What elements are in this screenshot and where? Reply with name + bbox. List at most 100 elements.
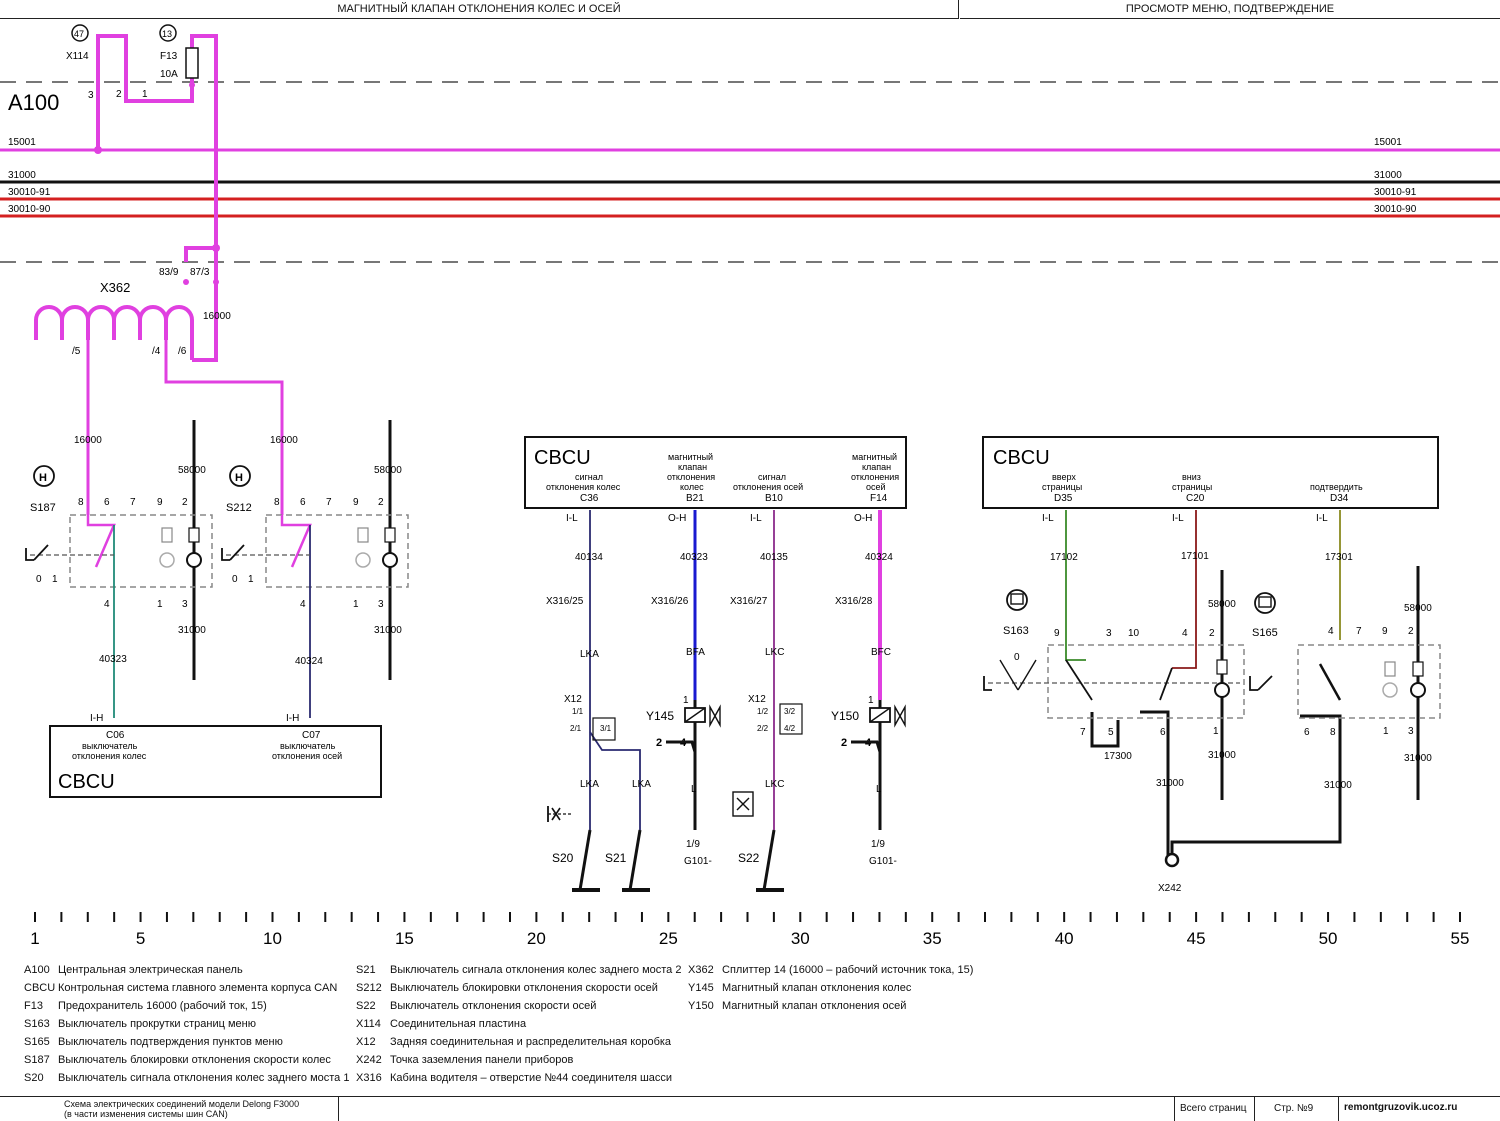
diagram-label: 8 [78, 497, 84, 508]
legend-text: Выключатель подтверждения пунктов меню [58, 1036, 283, 1048]
cbcu-middle-box: CBCU сигнал отклонения колес C36 магнитн… [524, 436, 907, 509]
diagram-label: LKC [765, 779, 784, 790]
diagram-label: 1 [683, 695, 689, 706]
diagram-label: отклонения колес [72, 751, 147, 761]
pin-83-9: 83/9 [159, 267, 179, 278]
bus-30010-90-label-right: 30010-90 [1374, 204, 1417, 215]
middle-wires [589, 510, 882, 830]
bus-31000-label-right: 31000 [1374, 170, 1402, 181]
legend-code: S21 [356, 964, 376, 976]
diagram-label: страницы [1172, 482, 1212, 492]
x362-splitter: X362 /5 /4 /6 [34, 280, 194, 360]
diagram-label: C20 [1186, 493, 1205, 504]
diagram-label: 17101 [1181, 551, 1209, 562]
diagram-label: 7 [326, 497, 332, 508]
diagram-label: 58000 [1208, 599, 1236, 610]
bus-31000-label-left: 31000 [8, 170, 36, 181]
diagram-label: D35 [1054, 493, 1073, 504]
diagram-label: осей [866, 482, 886, 492]
diagram-label: 2/1 [570, 724, 582, 733]
diagram-label: 40323 [99, 654, 127, 665]
legend-code: CBCU [24, 982, 56, 994]
diagram-label: 7 [1080, 727, 1086, 738]
diagram-label: 6 [1160, 727, 1166, 738]
diagram-label: 31000 [1324, 780, 1352, 791]
x362-label: X362 [100, 280, 130, 295]
diagram-label: вниз [1182, 472, 1201, 482]
legend-text: Сплиттер 14 (16000 – рабочий источник то… [722, 964, 974, 976]
diagram-label: 17300 [1104, 751, 1132, 762]
s212-label: S212 [226, 502, 252, 514]
diagram-label: 40134 [575, 552, 603, 563]
ruler-label: 5 [136, 929, 145, 948]
diagram-label: 40324 [865, 552, 893, 563]
diagram-label: 2 [1408, 626, 1414, 637]
diagram-label: 4 [1328, 626, 1334, 637]
solenoid-y145: Y145 1 2 4 [646, 695, 721, 753]
cbcu-mid-label: CBCU [534, 447, 591, 469]
diagram-label: отклонения [851, 472, 899, 482]
diagram-label: 16000 [270, 435, 298, 446]
legend-text: Кабина водителя – отверстие №44 соединит… [390, 1072, 673, 1084]
diagram-label: 2 [182, 497, 188, 508]
diagram-label: отклонения осей [272, 751, 342, 761]
diagram-label: 58000 [178, 465, 206, 476]
legend-row: S187 Выключатель блокировки отклонения ск… [24, 1051, 349, 1069]
diagram-label: 0 [36, 574, 42, 585]
footer-page-number: Стр. №9 [1274, 1103, 1314, 1114]
legend-text: Выключатель блокировки отклонения скорос… [58, 1054, 331, 1066]
diagram-label: страницы [1042, 482, 1082, 492]
diagram-label: выключатель [82, 741, 138, 751]
x362-pin-6: /6 [178, 346, 187, 357]
bus-15001-label-right: 15001 [1374, 137, 1402, 148]
diagram-label: 3/2 [784, 707, 796, 716]
diagram-label: 3 [1408, 726, 1414, 737]
legend-code: Y145 [688, 982, 714, 994]
diagram-label: D34 [1330, 493, 1349, 504]
diagram-label: колес [680, 482, 704, 492]
legend-code: S187 [24, 1054, 50, 1066]
diagram-label: вверх [1052, 472, 1076, 482]
right-wires [1065, 510, 1420, 860]
diagram-label: 2 [841, 737, 847, 749]
diagram-label: 4 [300, 599, 306, 610]
legend-code: S163 [24, 1018, 50, 1030]
diagram-label: 3 [378, 599, 384, 610]
diagram-label: 5 [1108, 727, 1114, 738]
diagram-label: B21 [686, 493, 704, 504]
diagram-label: Y150 [831, 709, 859, 723]
f13-label: F13 [160, 51, 178, 62]
diagram-label: 9 [157, 497, 163, 508]
diagram-label: 16000 [74, 435, 102, 446]
legend-text: Контрольная система главного элемента ко… [58, 982, 338, 994]
bus-30010-91-label-left: 30010-91 [8, 187, 51, 198]
diagram-label: 1 [52, 574, 58, 585]
diagram-label: 40323 [680, 552, 708, 563]
bus-30010-90-label-left: 30010-90 [8, 204, 51, 215]
legend-code: F13 [24, 1000, 43, 1012]
diagram-label: 4 [1182, 628, 1188, 639]
diagram-label: LKC [765, 647, 784, 658]
switch-s212: 16000 58000 H S212 8 6 7 9 2 0 1 4 1 3 3… [221, 420, 409, 718]
diagram-label: 7 [1356, 626, 1362, 637]
ruler-label: 45 [1187, 929, 1206, 948]
diagram-label: I-L [566, 513, 578, 524]
s187-label: S187 [30, 502, 56, 514]
footer-title-line-2: (в части изменения системы шин CAN) [64, 1109, 228, 1119]
cbcu-left-label: CBCU [58, 771, 115, 793]
legend-text: Выключатель сигнала отклонения колес зад… [58, 1072, 350, 1084]
diagram-label: 8 [1330, 727, 1336, 738]
diagram-label: 31000 [374, 625, 402, 636]
legend-text: Выключатель отклонения скорости осей [390, 1000, 597, 1012]
ruler-label: 30 [791, 929, 810, 948]
